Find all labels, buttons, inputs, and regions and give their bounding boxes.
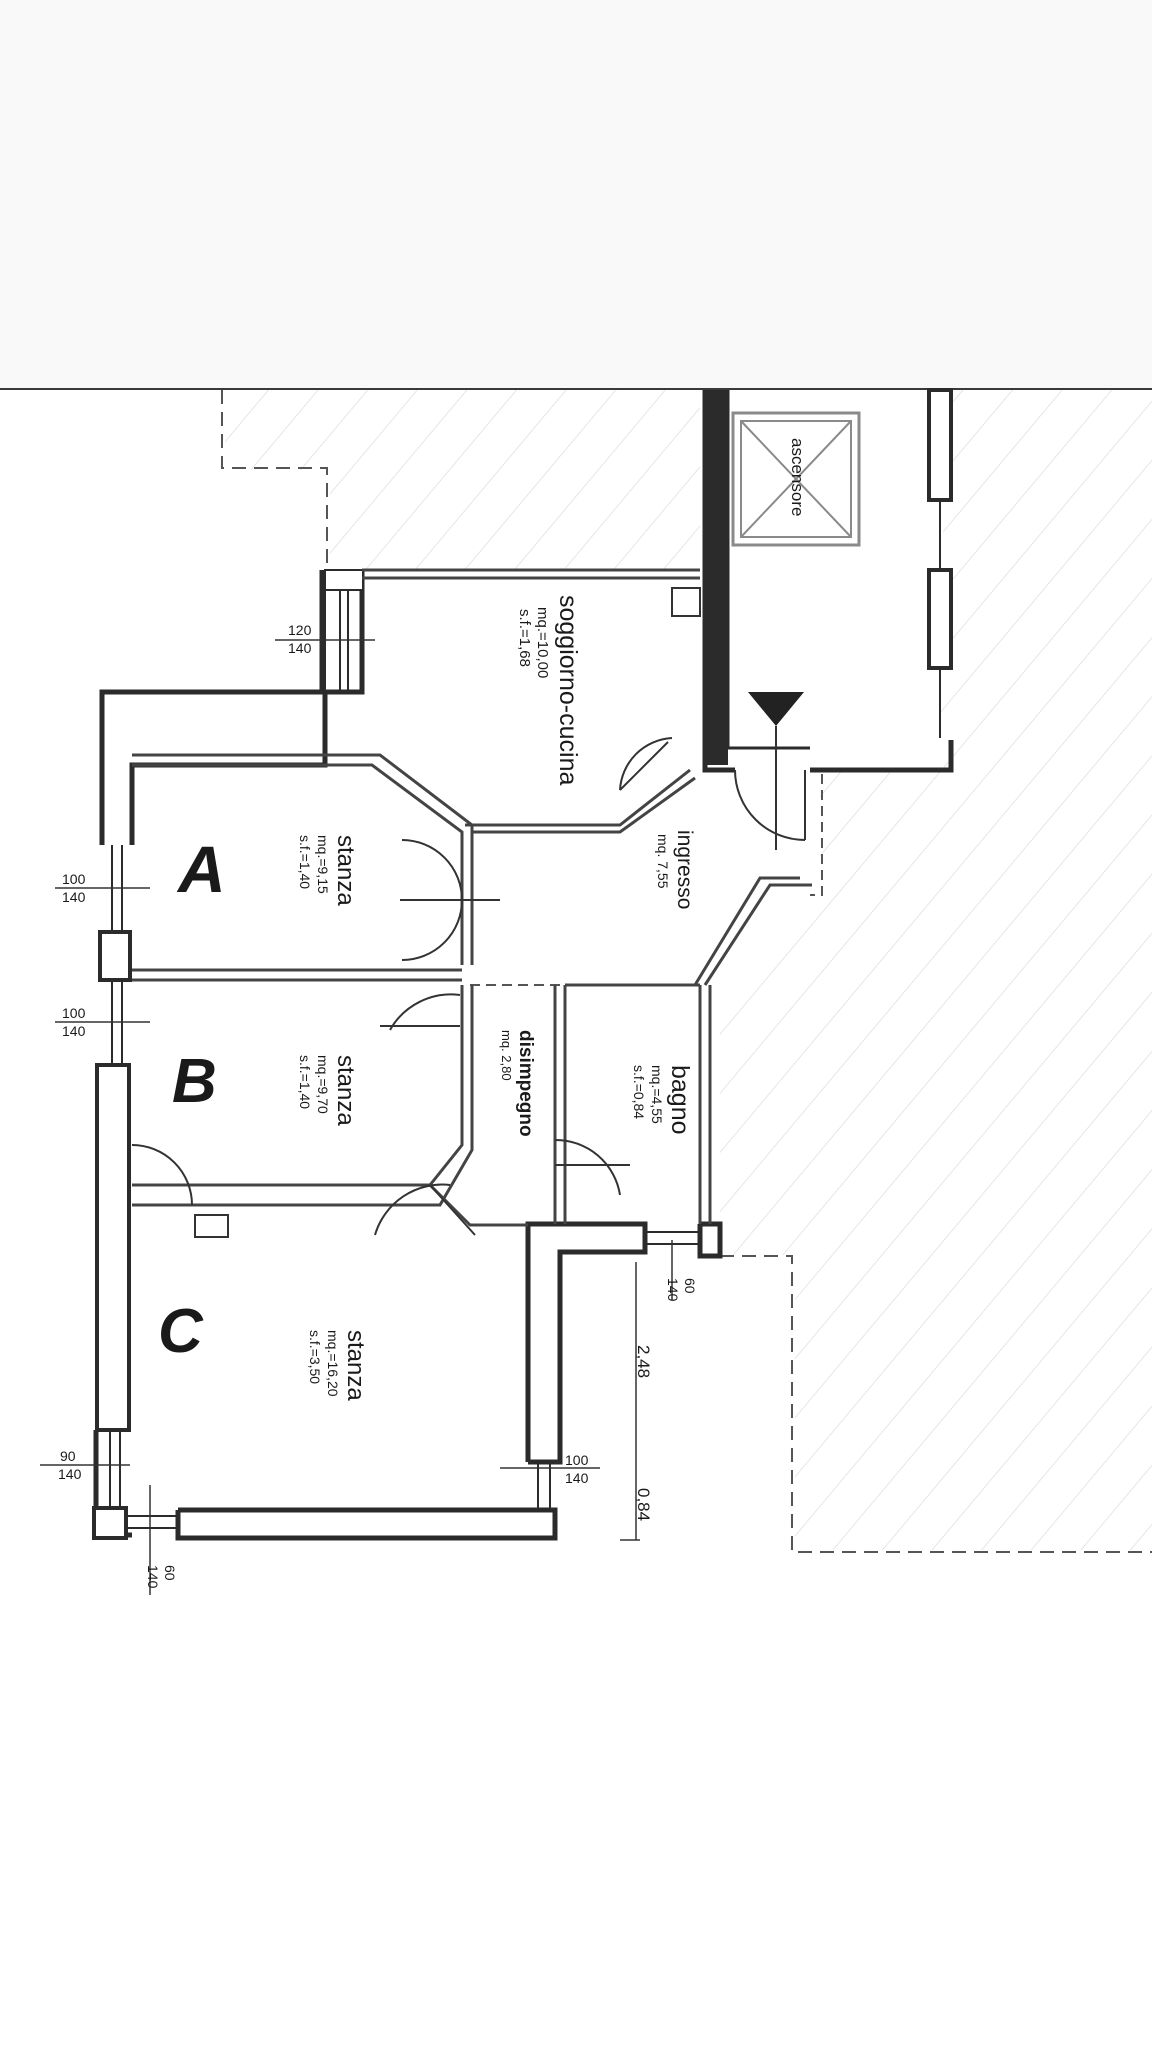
window-height: 140 [288, 640, 312, 656]
window-stanza-c-bottom [126, 1515, 178, 1529]
room-window-area: s.f.=1,40 [297, 835, 313, 889]
room-name: stanza [332, 835, 359, 906]
window-label-stanza-c-right: 100 140 [565, 1452, 589, 1486]
window-height: 140 [62, 889, 86, 905]
room-soggiorno-cucina: soggiorno-cucina mq.=10,00 s.f.=1,68 [516, 595, 582, 785]
window-width: 100 [62, 1005, 86, 1021]
dimension-2-48: 2,48 [634, 1345, 653, 1378]
room-name: stanza [332, 1055, 359, 1126]
window-height: 140 [665, 1278, 681, 1302]
window-height: 140 [58, 1466, 82, 1482]
room-area: mq. 7,55 [655, 834, 671, 889]
room-area: mq.=4,55 [649, 1065, 665, 1124]
room-ascensore: ascensore [788, 438, 807, 516]
room-name: bagno [666, 1065, 694, 1135]
dimension-value: 2,48 [634, 1345, 653, 1378]
window-label-bagno: 60 140 [665, 1278, 698, 1302]
room-stanza-c: stanza mq.=16,20 s.f.=3,50 [307, 1330, 369, 1401]
door-swings [131, 587, 806, 1238]
dashed-boundary-top [221, 390, 328, 570]
window-stanza-c-right [537, 1462, 551, 1510]
dimension-0-84: 0,84 [634, 1488, 653, 1521]
room-name: disimpegno [515, 1030, 536, 1137]
room-name: ascensore [788, 438, 807, 516]
interior-walls [132, 568, 812, 1227]
room-name: stanza [342, 1330, 369, 1401]
window-height: 140 [565, 1470, 589, 1486]
room-stanza-b: stanza mq.=9,70 s.f.=1,40 [297, 1055, 359, 1126]
window-height: 140 [62, 1023, 86, 1039]
window-label-stanza-c-left: 90 140 [58, 1448, 82, 1482]
window-height: 140 [145, 1565, 161, 1589]
hatched-terrace-top [225, 390, 700, 570]
window-label-stanza-c-bottom: 60 140 [145, 1565, 178, 1589]
room-window-area: s.f.=3,50 [307, 1330, 323, 1384]
entrance-arrow-icon [748, 692, 804, 850]
room-letter-c: C [158, 1297, 204, 1366]
room-window-area: s.f.=1,68 [516, 609, 533, 667]
room-letter-a: A [176, 832, 226, 906]
window-width: 60 [682, 1278, 698, 1294]
dashed-boundary-right [720, 1255, 1152, 1553]
dimension-value: 0,84 [634, 1488, 653, 1521]
room-name: ingresso [673, 830, 696, 909]
room-letter-b: B [172, 1047, 217, 1116]
room-area: mq.=16,20 [325, 1330, 341, 1397]
room-area: mq.=9,15 [315, 835, 331, 894]
room-area: mq. 2,80 [499, 1030, 514, 1081]
window-width: 120 [288, 622, 312, 638]
wall-fills [92, 930, 132, 1540]
window-width: 90 [60, 1448, 76, 1464]
hatched-terrace-right [700, 390, 1152, 1550]
window-soggiorno [324, 569, 364, 693]
window-width: 100 [62, 871, 86, 887]
top-blank-band [0, 0, 1152, 390]
room-area: mq.=10,00 [534, 607, 551, 678]
window-width: 60 [162, 1565, 178, 1581]
room-disimpegno: disimpegno mq. 2,80 [499, 1030, 536, 1137]
room-stanza-a: stanza mq.=9,15 s.f.=1,40 [297, 835, 359, 906]
room-window-area: s.f.=1,40 [297, 1055, 313, 1109]
elevator-symbol [731, 411, 861, 547]
room-name: soggiorno-cucina [554, 595, 582, 785]
room-window-area: s.f.=0,84 [631, 1065, 647, 1119]
stairwell [706, 388, 954, 773]
room-bagno: bagno mq.=4,55 s.f.=0,84 [631, 1065, 694, 1135]
window-label-soggiorno: 120 140 [288, 622, 312, 656]
room-area: mq.=9,70 [315, 1055, 331, 1114]
dimension-leaders [40, 639, 673, 1595]
window-stanza-c-left [109, 1430, 121, 1508]
window-label-stanza-b: 100 140 [62, 1005, 86, 1039]
window-label-stanza-a: 100 140 [62, 871, 86, 905]
window-width: 100 [565, 1452, 589, 1468]
room-ingresso: ingresso mq. 7,55 [655, 830, 696, 909]
